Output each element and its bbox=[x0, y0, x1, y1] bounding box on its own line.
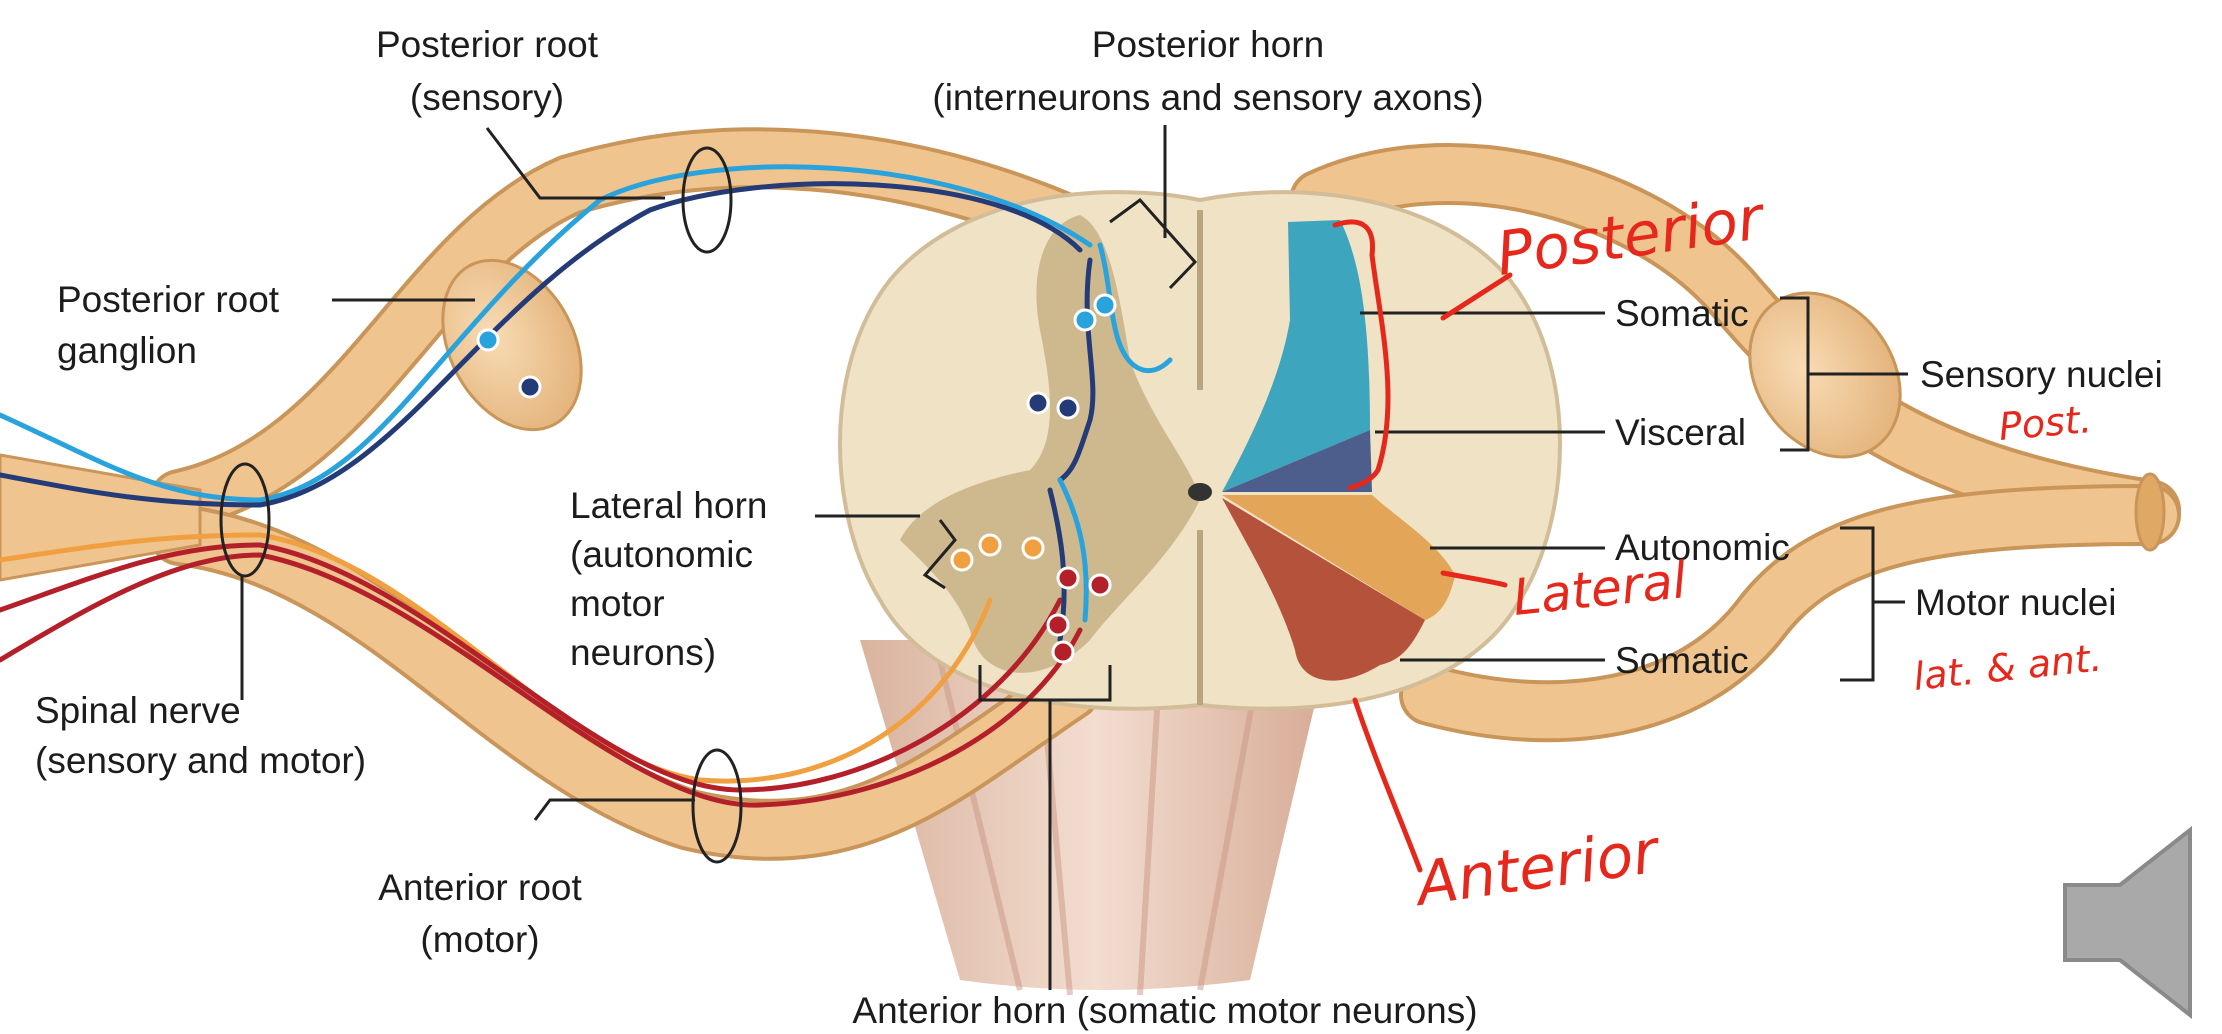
note-post: Post. bbox=[1997, 397, 2093, 449]
posterior-root-sub: (sensory) bbox=[410, 77, 564, 118]
nerve-fibers bbox=[0, 164, 1173, 808]
ganglion-label-2: ganglion bbox=[57, 330, 197, 371]
anterior-root-label: Anterior root bbox=[378, 867, 582, 908]
sensory-nuclei-label: Sensory nuclei bbox=[1920, 354, 2163, 395]
sensory-visceral-region bbox=[1222, 430, 1372, 492]
cord-stem-shading bbox=[937, 659, 1263, 996]
left-nerve bbox=[0, 127, 1111, 861]
anterior-horn-label: Anterior horn (somatic motor neurons) bbox=[852, 990, 1477, 1031]
ganglion-label-1: Posterior root bbox=[57, 279, 280, 320]
posterior-horn-label: Posterior horn bbox=[1092, 24, 1324, 65]
speaker-icon[interactable] bbox=[2063, 825, 2192, 1020]
autonomic-label: Autonomic bbox=[1615, 527, 1790, 568]
neuron-cell-bodies bbox=[476, 293, 1117, 664]
note-lat-ant: lat. & ant. bbox=[1911, 635, 2104, 699]
spinal-cord-cross-section bbox=[838, 190, 1562, 711]
somatic-motor-label: Somatic bbox=[1615, 640, 1749, 681]
posterior-root-label: Posterior root bbox=[376, 24, 599, 65]
red-annotations bbox=[1332, 219, 1513, 873]
lateral-horn-label-4: neurons) bbox=[570, 632, 716, 673]
visceral-label: Visceral bbox=[1615, 412, 1746, 453]
lateral-horn-label-2: (autonomic bbox=[570, 534, 753, 575]
leader-lines bbox=[240, 125, 1908, 990]
note-anterior: Anterior bbox=[1408, 816, 1665, 920]
posterior-horn-sub: (interneurons and sensory axons) bbox=[932, 77, 1483, 118]
lateral-horn-label-1: Lateral horn bbox=[570, 485, 767, 526]
central-canal bbox=[1188, 483, 1212, 501]
left-gray-matter bbox=[900, 215, 1200, 673]
spinal-nerve-label-1: Spinal nerve bbox=[35, 690, 241, 731]
somatic-sensory-label: Somatic bbox=[1615, 293, 1749, 334]
printed-labels: Posterior root (sensory) Posterior horn … bbox=[35, 24, 2163, 1031]
root-rings bbox=[219, 146, 743, 864]
anterior-root-sub: (motor) bbox=[420, 919, 539, 960]
motor-nuclei-label: Motor nuclei bbox=[1915, 582, 2117, 623]
lateral-horn-label-3: motor bbox=[570, 583, 665, 624]
spinal-nerve-label-2: (sensory and motor) bbox=[35, 740, 366, 781]
sensory-somatic-region bbox=[1222, 220, 1370, 492]
motor-somatic-region bbox=[1222, 498, 1425, 681]
motor-autonomic-region bbox=[1222, 495, 1455, 620]
